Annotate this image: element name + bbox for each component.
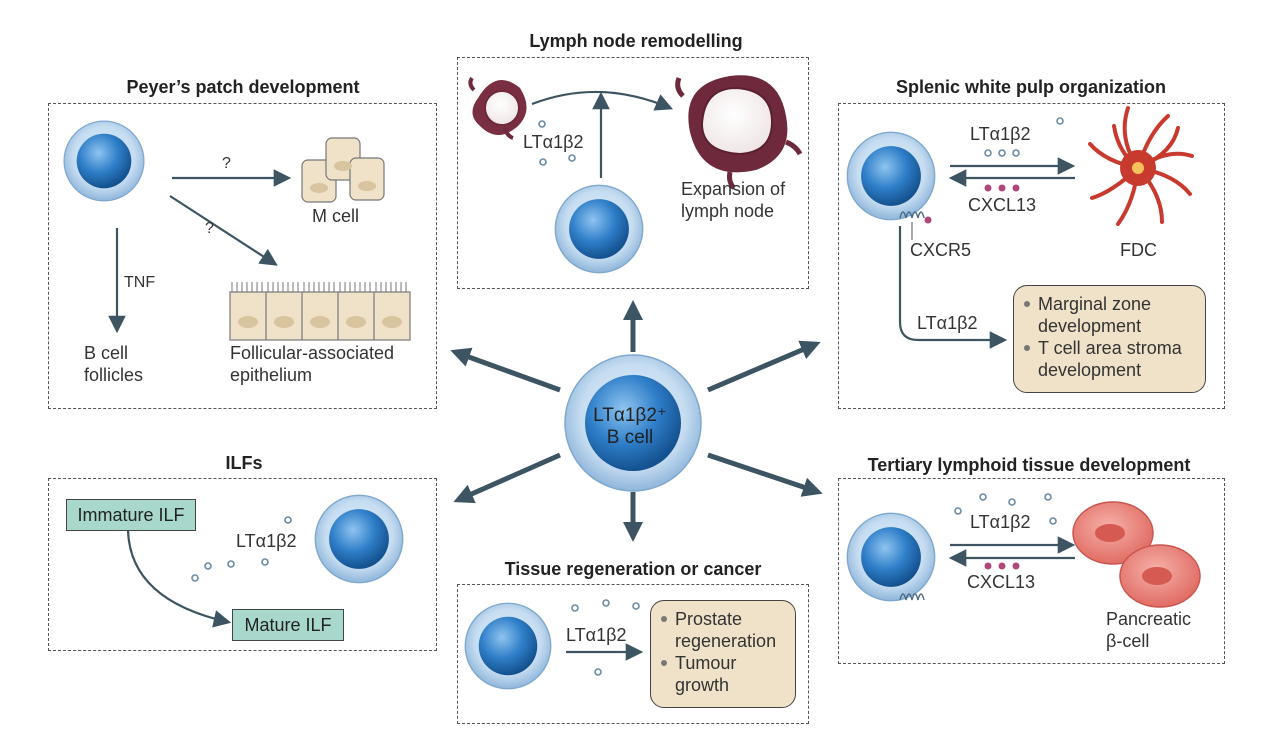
center-label-line1: LTα1β2⁺ (593, 405, 667, 426)
splenic-cxcl13-label: CXCL13 (968, 195, 1037, 215)
tertiary-cxcl13-label: CXCL13 (967, 572, 1036, 592)
fae-label-2: epithelium (230, 365, 313, 385)
small-lymph-node-icon (468, 76, 527, 140)
tissue-regeneration-panel (457, 584, 809, 724)
pancreatic-label-1: Pancreatic (1106, 609, 1192, 629)
splenic-ligands (984, 117, 1064, 157)
large-lymph-node-icon (675, 75, 803, 190)
center-b-cell-label: LTα1β2⁺ B cell (580, 405, 680, 449)
m-cell-label: M cell (312, 206, 360, 226)
arrow-to-splenic (707, 340, 821, 393)
peyers-patch-panel (48, 103, 437, 409)
tertiary-receptor-icon (899, 593, 925, 601)
tissue-outcome-1-line2: regeneration (675, 631, 777, 651)
tissue-outcome-2: Tumour growth (661, 652, 785, 696)
cxcr5-label: CXCR5 (910, 240, 972, 260)
b-cell-follicles-label-2: follicles (84, 365, 144, 385)
peyers-title: Peyer’s patch development (126, 77, 360, 97)
peyers-question-2: ? (205, 220, 214, 237)
peyers-graphics (63, 120, 411, 341)
immature-ilf-box: Immature ILF (66, 499, 196, 531)
splenic-outcome-1-line2: development (1038, 316, 1142, 336)
tissue-outcomes-box: Prostate regeneration Tumour growth (650, 600, 796, 708)
m-cell-icon (301, 137, 385, 203)
splenic-outcomes-box: Marginal zone development T cell area st… (1013, 285, 1206, 393)
splenic-graphics (846, 106, 1194, 349)
fdc-icon (1088, 106, 1194, 226)
tissue-graphics (464, 599, 644, 690)
arrow-to-tertiary (707, 452, 823, 497)
expansion-label-2: lymph node (681, 201, 775, 221)
lymph-title: Lymph node remodelling (529, 31, 743, 51)
splenic-lt-bottom-label: LTα1β2 (917, 313, 978, 333)
tissue-title: Tissue regeneration or cancer (504, 559, 762, 579)
splenic-lt-label: LTα1β2 (970, 124, 1031, 144)
tertiary-chemokines (984, 562, 1020, 570)
lymph-node-panel (457, 57, 809, 289)
tissue-outcome-2-line2: growth (675, 675, 730, 695)
lymph-graphics (468, 75, 803, 274)
lymph-lt-label: LTα1β2 (523, 132, 584, 152)
tissue-outcome-1: Prostate regeneration (661, 608, 785, 652)
expansion-label-1: Expansion of (681, 179, 786, 199)
splenic-chemokines (984, 184, 1020, 192)
splenic-title: Splenic white pulp organization (895, 77, 1167, 97)
tissue-lt-label: LTα1β2 (566, 625, 627, 645)
center-label-line2: B cell (606, 427, 654, 448)
tertiary-title: Tertiary lymphoid tissue development (867, 455, 1191, 475)
arrow-to-peyers-patch (450, 347, 561, 393)
ilfs-panel (48, 478, 437, 651)
tertiary-graphics (846, 493, 1201, 608)
tnf-label: TNF (124, 274, 156, 291)
splenic-outcome-2: T cell area stroma development (1024, 337, 1195, 381)
tissue-outcome-1-line1: Prostate (675, 609, 743, 629)
tissue-ligands (571, 599, 640, 676)
tertiary-lt-label: LTα1β2 (970, 512, 1031, 532)
ilf-lt-label: LTα1β2 (236, 531, 297, 551)
b-cell-follicles-label-1: B cell (84, 343, 129, 363)
cxcr5-receptor-icon (899, 211, 932, 240)
tissue-outcome-2-line1: Tumour (675, 653, 737, 673)
central-b-cell (564, 354, 702, 492)
epithelium-icon (229, 282, 411, 341)
ilf-graphics (126, 494, 404, 628)
fae-label-1: Follicular-associated (230, 343, 395, 363)
pancreatic-cell-icon (1072, 501, 1201, 608)
pancreatic-label-2: β-cell (1106, 631, 1150, 651)
fdc-label: FDC (1120, 240, 1157, 260)
tertiary-panel (838, 478, 1225, 664)
lymph-ligands (538, 120, 576, 166)
peyers-question-1: ? (222, 155, 231, 172)
arrow-to-ilfs (453, 452, 562, 504)
splenic-outcome-2-line2: development (1038, 360, 1142, 380)
splenic-outcome-1-line1: Marginal zone (1038, 294, 1152, 314)
radiating-arrows (450, 300, 823, 542)
splenic-panel (838, 103, 1225, 409)
splenic-outcome-2-line1: T cell area stroma (1038, 338, 1182, 358)
ilfs-title: ILFs (225, 453, 263, 473)
mature-ilf-box: Mature ILF (232, 609, 344, 641)
tertiary-ligands (954, 493, 1057, 525)
ilf-ligands (191, 516, 292, 582)
splenic-outcome-1: Marginal zone development (1024, 293, 1195, 337)
